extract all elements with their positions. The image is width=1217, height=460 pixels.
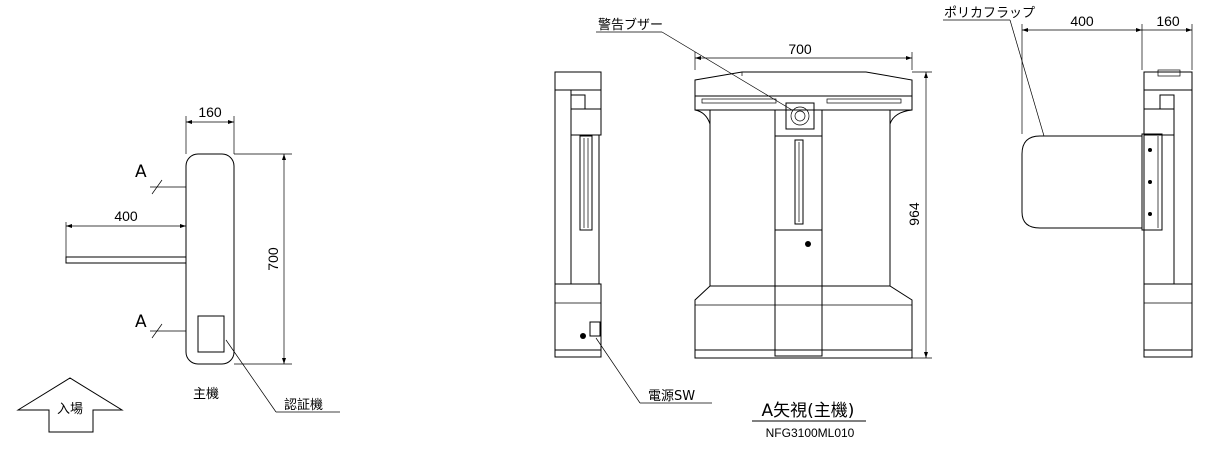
entry-arrow	[16, 377, 124, 433]
reader-box	[197, 315, 225, 353]
entry-label: 入場	[57, 402, 83, 417]
front-width-dim: 700	[788, 41, 812, 57]
drawing-number: NFG3100ML010	[766, 426, 855, 440]
polycarbonate-flap	[1021, 135, 1143, 229]
flap-dim: 400	[1070, 13, 1094, 29]
reader-label: 認証機	[284, 397, 323, 413]
front-view: 700 964 警告ブザー A矢視(主機) NFG3100ML010	[596, 17, 932, 440]
front-height-dim: 964	[906, 202, 922, 226]
main-unit-label: 主機	[193, 387, 219, 402]
power-switch	[589, 321, 601, 337]
depth-dim: 160	[1156, 13, 1180, 29]
section-mark-top: A	[135, 162, 147, 182]
buzzer-label: 警告ブザー	[598, 17, 663, 33]
side-view: 400 160 ポリカフラップ	[943, 6, 1193, 358]
plan-arm-dim: 400	[114, 208, 138, 224]
plan-width-dim: 160	[198, 104, 222, 120]
warning-buzzer	[785, 102, 815, 130]
plan-view: 160 700 400 A A 主機 認証機 入場	[16, 104, 340, 433]
plan-length-dim: 700	[265, 247, 281, 271]
flap-label: ポリカフラップ	[944, 6, 1035, 21]
main-unit-body	[185, 153, 235, 365]
side-profile-left: 電源SW	[554, 71, 712, 404]
arm-bar	[65, 256, 187, 264]
power-switch-label: 電源SW	[648, 389, 695, 404]
view-title: A矢視(主機)	[762, 401, 855, 421]
section-mark-bottom: A	[135, 312, 147, 332]
